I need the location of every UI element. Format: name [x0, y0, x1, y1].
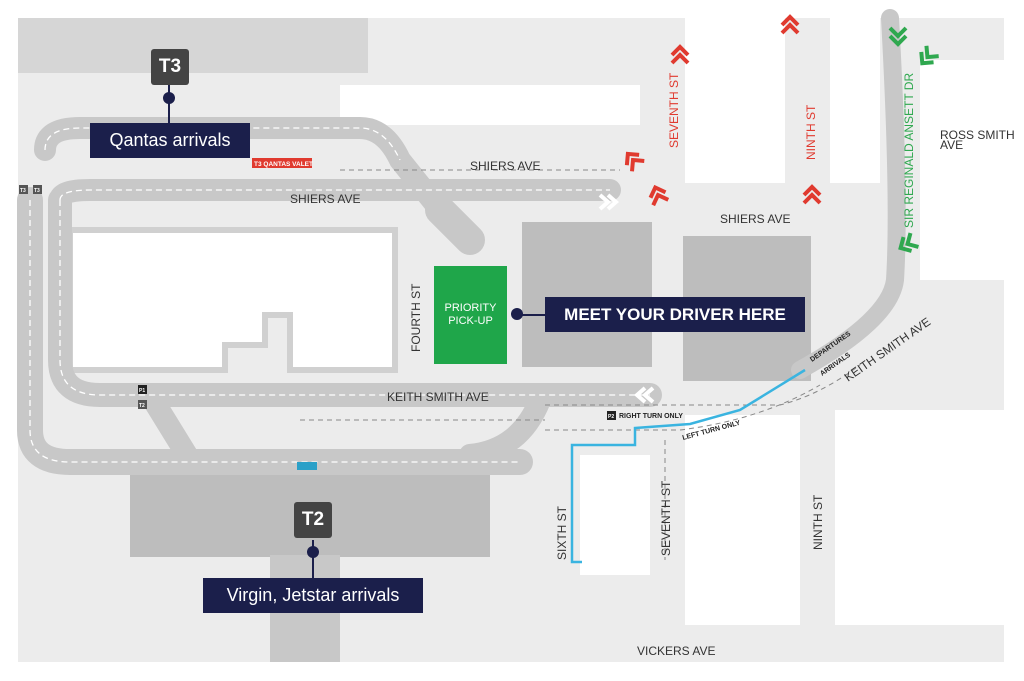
red-chevron-icon — [802, 184, 822, 205]
street-fourth-st: FOURTH ST — [409, 283, 423, 352]
street-seventh-st-top: SEVENTH ST — [667, 72, 681, 148]
street-sir-reginald-ansett-dr: SIR REGINALD ANSETT DR — [902, 73, 916, 228]
walking-route — [570, 368, 806, 564]
priority-pickup-line2: PICK-UP — [448, 315, 493, 327]
street-keith-smith-ave: KEITH SMITH AVE — [387, 390, 489, 404]
valet-sign — [252, 158, 312, 168]
t3-sign-a — [19, 185, 28, 194]
street-ross-smith-ave: ROSS SMITH — [940, 128, 1015, 142]
qantas-arrivals-label: Qantas arrivals — [90, 123, 250, 158]
p1-sign — [138, 385, 147, 394]
p2-sign-text: P2 — [608, 414, 614, 420]
street-ninth-st-top: NINTH ST — [804, 104, 818, 160]
priority-pickup-line1: PRIORITY — [444, 302, 497, 314]
white-chevron-icon — [598, 193, 620, 211]
meet-your-driver-label: MEET YOUR DRIVER HERE — [545, 297, 805, 332]
t3-pin-icon — [163, 92, 175, 104]
t3-sign-a-text: T3 — [20, 188, 26, 194]
t3-badge: T3 — [151, 49, 189, 85]
valet-sign-text: T3 QANTAS VALET — [254, 161, 313, 168]
priority-pickup-zone: PRIORITY PICK-UP — [434, 266, 507, 364]
t2-pin-icon — [307, 546, 319, 558]
white-chevron-icon — [633, 386, 655, 404]
t2-badge: T2 — [294, 502, 332, 538]
guide-lines — [300, 169, 861, 560]
t3-sign-b — [33, 185, 42, 194]
green-chevron-icon — [898, 232, 919, 253]
t2-sign-text: T2 — [139, 403, 145, 409]
p1-sign-text: P1 — [139, 388, 145, 394]
p2-sign — [607, 411, 616, 420]
t3-pin-stem — [168, 85, 170, 125]
street-ross-smith-ave-2: AVE — [940, 138, 963, 152]
lane-markings — [29, 127, 650, 463]
blocks — [18, 18, 1004, 625]
red-chevron-icon — [648, 184, 670, 207]
virgin-jetstar-arrivals-label: Virgin, Jetstar arrivals — [203, 578, 423, 613]
green-chevron-icon — [888, 26, 908, 47]
right-turn-only-text: RIGHT TURN ONLY — [619, 413, 683, 420]
red-chevron-icon — [670, 44, 690, 65]
street-shiers-ave-right: SHIERS AVE — [720, 212, 790, 226]
street-shiers-ave-top: SHIERS AVE — [470, 159, 540, 173]
info-marker — [297, 462, 317, 470]
t2-pin-stem — [312, 540, 314, 580]
meet-point-connector — [517, 314, 547, 316]
street-seventh-st-bottom: SEVENTH ST — [659, 480, 673, 556]
chevrons — [598, 14, 939, 404]
t3-carpark — [67, 227, 398, 373]
red-chevron-icon — [624, 151, 645, 172]
t2-sign — [138, 400, 147, 409]
street-vickers-ave: VICKERS AVE — [637, 644, 715, 658]
street-ninth-st-bottom: NINTH ST — [811, 494, 825, 550]
red-chevron-icon — [780, 14, 800, 35]
street-sixth-st: SIXTH ST — [555, 505, 569, 560]
t3-sign-b-text: T3 — [34, 188, 40, 194]
green-chevron-icon — [919, 45, 939, 66]
street-shiers-ave-mid: SHIERS AVE — [290, 192, 360, 206]
